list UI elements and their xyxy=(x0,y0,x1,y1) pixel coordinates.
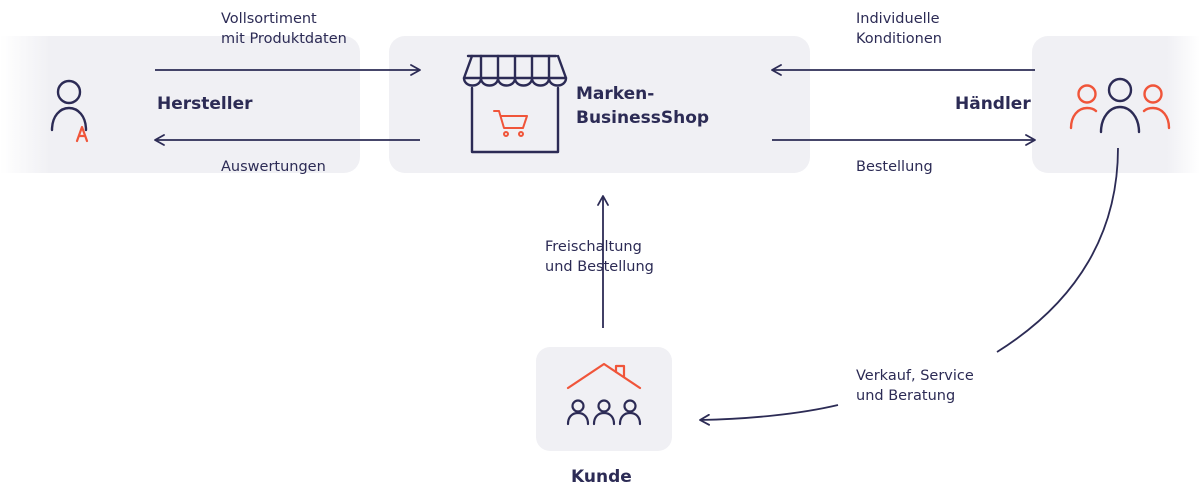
edge-label-vollsortiment-line1: Vollsortiment xyxy=(221,11,317,27)
haendler-label: Händler xyxy=(955,94,1031,114)
edge-label-konditionen-line2: Konditionen xyxy=(856,31,942,47)
hersteller-label: Hersteller xyxy=(157,94,253,114)
edge-label-freischaltung-line2: und Bestellung xyxy=(545,259,654,275)
group-icon xyxy=(1069,77,1171,134)
cart-icon xyxy=(493,110,528,137)
house-family-icon xyxy=(566,362,642,426)
person-icon xyxy=(50,79,89,143)
curve-verkauf xyxy=(996,147,1119,353)
edge-label-freischaltung: Freischaltung und Bestellung xyxy=(545,237,654,277)
edge-label-konditionen: Individuelle Konditionen xyxy=(856,9,942,49)
edge-label-auswertungen: Auswertungen xyxy=(221,159,326,175)
shop-label-line1: Marken- xyxy=(576,84,655,104)
edge-label-bestellung: Bestellung xyxy=(856,159,933,175)
kunde-label: Kunde xyxy=(571,467,632,487)
edge-label-verkauf: Verkauf, Service und Beratung xyxy=(856,366,974,406)
hersteller-box xyxy=(0,36,360,173)
edge-label-freischaltung-line1: Freischaltung xyxy=(545,239,642,255)
edge-label-vollsortiment-line2: mit Produktdaten xyxy=(221,31,347,47)
edge-label-konditionen-line1: Individuelle xyxy=(856,11,940,27)
shop-box xyxy=(389,36,810,173)
shop-label: Marken- BusinessShop xyxy=(576,82,709,130)
shop-label-line2: BusinessShop xyxy=(576,108,710,128)
haendler-box xyxy=(1032,36,1200,173)
edge-label-vollsortiment: Vollsortiment mit Produktdaten xyxy=(221,9,347,49)
storefront-cart-icon xyxy=(462,54,568,154)
edge-label-verkauf-line2: und Beratung xyxy=(856,388,956,404)
arrow-verkauf xyxy=(699,404,839,426)
edge-label-verkauf-line1: Verkauf, Service xyxy=(856,368,974,384)
